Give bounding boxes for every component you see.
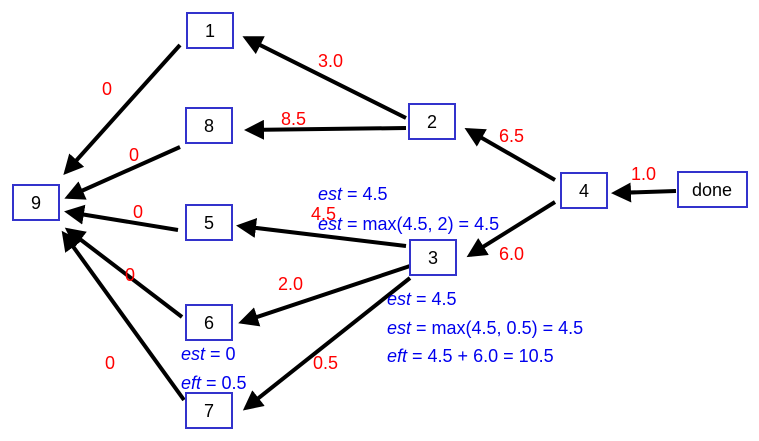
weight-8-9: 0 <box>129 145 139 165</box>
edge-6-to-9 <box>64 227 184 319</box>
node-2-label: 2 <box>427 112 437 132</box>
edge-4-to-2 <box>464 128 556 182</box>
node-6-label: 6 <box>204 313 214 333</box>
node-3-box <box>409 239 457 276</box>
weight-1-9: 0 <box>102 79 112 99</box>
node-8-box <box>185 107 233 144</box>
edge-3-to-7 <box>242 276 412 411</box>
weight-2-1: 3.0 <box>318 51 343 71</box>
node-8-label: 8 <box>204 116 214 136</box>
weight-4-2: 6.5 <box>499 126 524 146</box>
weight-3-6: 2.0 <box>278 274 303 294</box>
node-9-label: 9 <box>31 193 41 213</box>
edge-3-to-6 <box>238 264 411 327</box>
weight-done-4: 1.0 <box>631 164 656 184</box>
edge-7-to-9 <box>61 230 186 402</box>
node-9-box <box>12 184 60 221</box>
node-done-box <box>677 171 748 208</box>
node-5-label: 5 <box>204 213 214 233</box>
node5-annotation-line2: est = max(4.5, 2) = 4.5 <box>318 214 499 234</box>
node-7-label: 7 <box>204 401 214 421</box>
weight-2-8: 8.5 <box>281 109 306 129</box>
node-7-box <box>185 392 233 429</box>
node-1-box <box>186 12 234 49</box>
edge-done-to-4 <box>611 182 677 203</box>
node-4-box <box>560 172 608 209</box>
node3-annotation-line3: eft = 4.5 + 6.0 = 10.5 <box>387 346 554 366</box>
weight-5-9: 0 <box>133 202 143 222</box>
weight-3-5: 4.5 <box>311 204 336 224</box>
edge-2-to-8 <box>244 119 407 140</box>
node-1-label: 1 <box>205 21 215 41</box>
node-3-label: 3 <box>428 248 438 268</box>
edge-1-to-9 <box>63 43 182 175</box>
edge-8-to-9 <box>64 145 181 200</box>
node-6-box <box>185 304 233 341</box>
node3-annotation-line1: est = 4.5 <box>387 289 457 309</box>
edge-4-to-3 <box>466 200 557 258</box>
node-2-box <box>408 103 456 140</box>
node-5-box <box>185 204 233 241</box>
weight-4-3: 6.0 <box>499 244 524 264</box>
node6-annotation-line2: eft = 0.5 <box>181 373 247 393</box>
weight-3-7: 0.5 <box>313 353 338 373</box>
node3-annotation-line2: est = max(4.5, 0.5) = 4.5 <box>387 318 583 338</box>
node-done-label: done <box>692 180 732 200</box>
node-4-label: 4 <box>579 181 589 201</box>
weight-6-9: 0 <box>125 265 135 285</box>
edge-2-to-1 <box>242 36 407 120</box>
node6-annotation-line1: est = 0 <box>181 344 236 364</box>
weight-7-9: 0 <box>105 353 115 373</box>
edge-5-to-9 <box>64 204 179 232</box>
node5-annotation-line1: est = 4.5 <box>318 184 388 204</box>
edge-3-to-5 <box>236 217 407 248</box>
